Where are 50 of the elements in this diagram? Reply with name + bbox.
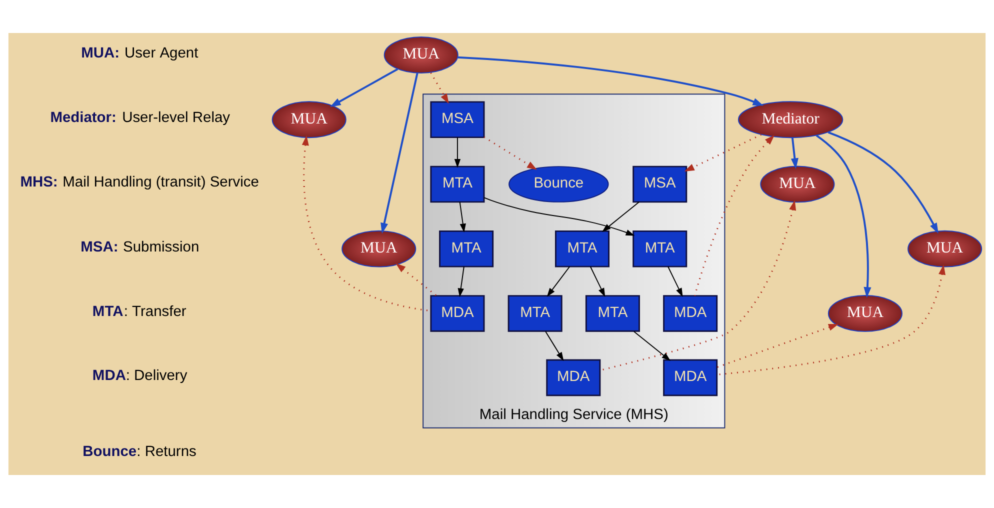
arrow (380, 72, 418, 234)
node-ellipse: MUA (342, 230, 416, 268)
arrow (790, 138, 798, 170)
arrow (458, 266, 464, 298)
arrow (430, 72, 449, 104)
node-box: MTA (508, 295, 562, 332)
node-box: MTA (632, 230, 688, 268)
arrow (546, 266, 570, 297)
arrow (484, 136, 538, 170)
node-box: MDA (430, 295, 485, 332)
label: Mediator: User-level Relay (50, 110, 230, 126)
node-box: MTA (585, 295, 640, 332)
label: MSA: Submission (80, 239, 200, 256)
node-box: MSA (430, 101, 485, 138)
node-box: MSA (632, 166, 688, 203)
node-ellipse: MUA (760, 166, 835, 203)
arrow (828, 131, 938, 234)
arrow (330, 68, 398, 107)
arrow (668, 266, 683, 297)
node-box: MTA (430, 166, 485, 203)
node-ellipse: Bounce (508, 166, 609, 202)
node-box: MDA (546, 359, 601, 396)
arrow (458, 56, 764, 106)
label: Bounce: Returns (82, 444, 196, 460)
label: MHS: Mail Handling (transit) Service (20, 174, 259, 191)
label: MUA: User Agent (81, 45, 198, 62)
arrow (396, 263, 437, 296)
arrow (684, 134, 762, 172)
arrow (459, 202, 466, 233)
node-ellipse: MUA (272, 101, 346, 138)
arrow (694, 134, 775, 296)
node-box: MTA (439, 230, 494, 268)
arrow (454, 136, 461, 168)
arrow (816, 134, 872, 298)
node-ellipse: MUA (908, 230, 982, 268)
arrow (590, 266, 606, 297)
arrow (602, 202, 640, 232)
arrow (716, 264, 946, 376)
node-box: MTA (554, 230, 610, 268)
arrow (484, 197, 635, 236)
node-box: MDA (663, 295, 718, 332)
arrow (716, 324, 839, 368)
label: MTA: Transfer (92, 304, 186, 320)
arrow (600, 200, 796, 372)
arrow (545, 331, 564, 362)
node-ellipse: Mediator (738, 101, 844, 138)
arrow (633, 331, 671, 361)
node-ellipse: MUA (384, 36, 458, 74)
label: MDA: Delivery (92, 368, 188, 384)
node-box: MDA (663, 359, 718, 396)
